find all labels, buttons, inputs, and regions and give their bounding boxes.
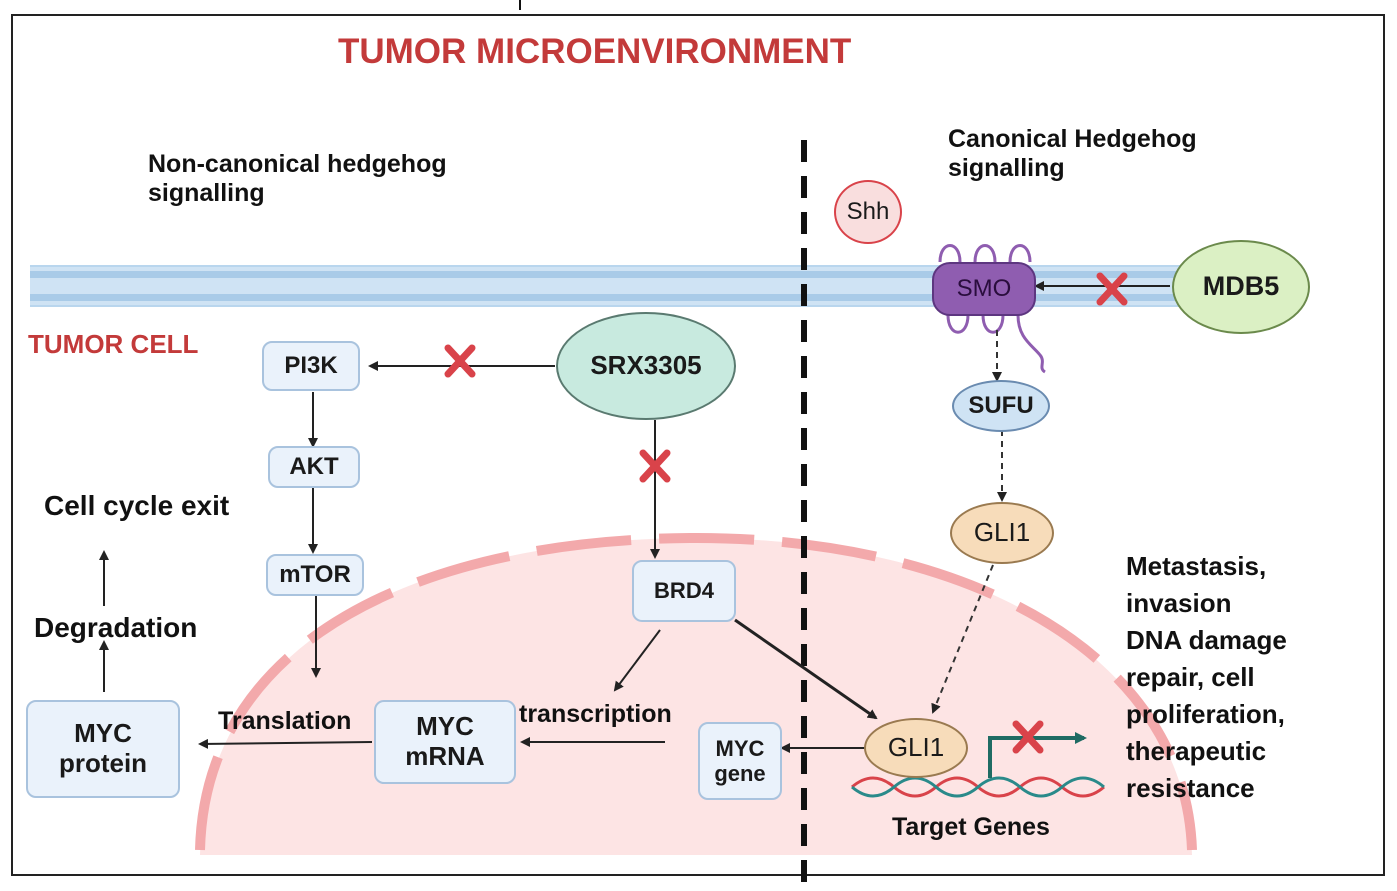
outcomes-list: Metastasis, invasion DNA damage repair, … <box>1126 548 1287 807</box>
node-akt: AKT <box>268 446 360 488</box>
node-shh: Shh <box>834 180 902 244</box>
node-srx3305: SRX3305 <box>556 312 736 420</box>
node-gli1-cytoplasm: GLI1 <box>950 502 1054 564</box>
degradation-label: Degradation <box>34 612 198 643</box>
smo-transmembrane <box>938 244 1046 374</box>
node-pi3k: PI3K <box>262 341 360 391</box>
canonical-heading-line2: signalling <box>948 153 1065 182</box>
canonical-heading: Canonical Hedgehog signalling <box>948 125 1197 183</box>
outcome-item: therapeutic <box>1126 736 1267 766</box>
node-myc-mrna: MYC mRNA <box>374 700 516 784</box>
myc-gene-line2: gene <box>714 761 766 786</box>
inhibition-marks <box>444 272 1128 754</box>
node-myc-protein: MYC protein <box>26 700 180 798</box>
tumor-cell-label: TUMOR CELL <box>28 329 199 359</box>
myc-protein-line2: protein <box>58 748 148 778</box>
myc-mrna-line1: MYC <box>416 711 474 742</box>
non-canonical-heading-line2: signalling <box>148 178 265 207</box>
diagram-frame <box>11 14 1385 876</box>
translation-label: Translation <box>218 707 352 735</box>
transcription-label: transcription <box>519 700 672 728</box>
outcome-item: DNA damage <box>1126 625 1287 655</box>
outcome-item: repair, cell <box>1126 662 1255 692</box>
outcome-item: invasion <box>1126 588 1232 618</box>
nucleus-envelope <box>195 532 1197 851</box>
inhibit-x-brd4 <box>639 449 671 483</box>
node-mdb5: MDB5 <box>1172 240 1310 334</box>
cell-cycle-exit-label: Cell cycle exit <box>44 490 230 521</box>
inhibit-x-target-genes <box>1012 720 1044 754</box>
dna-helix <box>851 776 1105 798</box>
canonical-heading-line1: Canonical Hedgehog <box>948 125 1197 153</box>
non-canonical-heading-line1: Non-canonical hedgehog <box>148 150 447 178</box>
outcome-item: proliferation, <box>1126 699 1285 729</box>
target-gene-promoter-arrow <box>988 732 1087 778</box>
inhibit-x-pi3k <box>444 344 476 378</box>
myc-gene-line1: MYC <box>715 735 765 761</box>
myc-protein-line1: MYC <box>74 718 132 749</box>
node-smo: SMO <box>932 262 1036 316</box>
outcome-item: Metastasis, <box>1126 551 1267 581</box>
node-gli1-nucleus: GLI1 <box>864 718 968 778</box>
node-mtor: mTOR <box>266 554 364 596</box>
node-brd4: BRD4 <box>632 560 736 622</box>
diagram-title: TUMOR MICROENVIRONMENT <box>338 32 852 71</box>
myc-mrna-line2: mRNA <box>405 741 485 771</box>
non-canonical-heading: Non-canonical hedgehog signalling <box>148 150 447 208</box>
node-myc-gene: MYC gene <box>698 722 782 800</box>
inhibit-x-smo <box>1096 272 1128 306</box>
node-sufu: SUFU <box>952 380 1050 432</box>
outcome-item: resistance <box>1126 773 1255 803</box>
target-genes-label: Target Genes <box>892 813 1050 841</box>
